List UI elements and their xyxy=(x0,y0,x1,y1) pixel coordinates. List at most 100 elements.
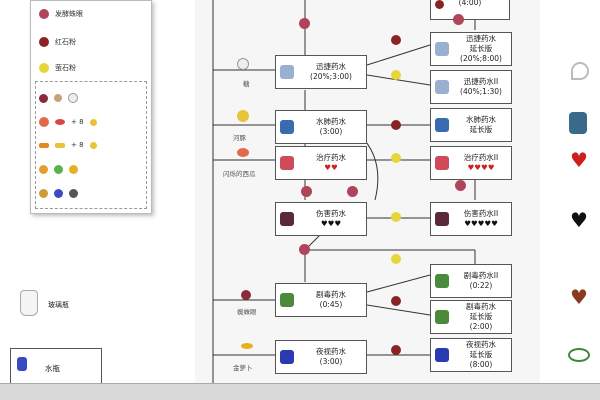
night-vision-ext-sub: 延长版 xyxy=(469,350,493,359)
poison-value: (0:45) xyxy=(319,300,343,309)
redstone-icon xyxy=(391,120,401,130)
bottom-bar xyxy=(0,383,600,400)
potion-node-harming: 伤害药水♥♥♥ xyxy=(275,202,367,236)
glass-bottle-area: 玻璃瓶 xyxy=(0,270,190,400)
glowstone-icon xyxy=(391,212,401,222)
redstone-icon xyxy=(391,345,401,355)
water-breathing-name: 水肺药水 xyxy=(316,117,346,126)
fermented-spider-eye-icon xyxy=(39,9,49,19)
poison2-text: 剧毒药水II(0:22) xyxy=(451,271,511,291)
night-vision-value: (3:00) xyxy=(319,357,343,366)
legend-plus8-a: + 8 xyxy=(71,118,84,126)
water-breathing-ext-text: 水肺药水延长版 xyxy=(451,115,511,135)
swiftness2-value: (40%;1:30) xyxy=(460,87,502,96)
poison-ext-text: 剧毒药水延长版(2:00) xyxy=(451,302,511,332)
golden-carrot-icon xyxy=(241,343,253,349)
orange-dye-icon xyxy=(39,189,48,198)
glass-bottle-label: 玻璃瓶 xyxy=(48,301,69,309)
water-breathing-effect-icon xyxy=(569,112,587,134)
ingredient-label-pufferfish: 河豚 xyxy=(233,134,246,142)
potion-bottle-icon xyxy=(435,348,449,362)
redstone-icon xyxy=(391,35,401,45)
heart-icon: ♥ xyxy=(570,148,588,172)
swiftness-text: 迅捷药水(20%;3:00) xyxy=(296,62,366,82)
legend-recipe-4 xyxy=(39,165,78,174)
potion-node-top: (4:00) xyxy=(430,0,510,20)
healing2-text: 治疗药水II♥♥♥♥ xyxy=(451,153,511,173)
night-vision-text: 夜视药水(3:00) xyxy=(296,347,366,367)
legend-row-fermented: 发酵蛛眼 xyxy=(39,9,83,19)
black-heart-icon: ♥♥♥♥♥ xyxy=(464,219,498,228)
glowstone-icon xyxy=(391,70,401,80)
gold-nugget-icon xyxy=(89,118,97,126)
swiftness-ext-sub: 延长版 xyxy=(469,44,493,53)
potion-node-healing: 治疗药水♥♥ xyxy=(275,146,367,180)
carrot-icon xyxy=(39,142,49,148)
water-breathing-value: (3:00) xyxy=(319,127,343,136)
gold-nugget-icon xyxy=(89,141,97,149)
water-breathing-ext-sub: 延长版 xyxy=(469,125,493,134)
blaze-powder-icon xyxy=(69,165,78,174)
harming-text: 伤害药水♥♥♥ xyxy=(296,209,366,229)
legend-plus8-b: + 8 xyxy=(71,141,84,149)
fermented-spider-eye-icon xyxy=(299,244,310,255)
healing-name: 治疗药水 xyxy=(316,153,346,162)
legend-recipe-5 xyxy=(39,189,78,198)
healing2-name: 治疗药水II xyxy=(463,153,499,162)
legend-recipe-3: + 8 xyxy=(39,141,97,149)
night-vision-name: 夜视药水 xyxy=(316,347,346,356)
redstone-icon xyxy=(39,37,49,47)
potion-node-swiftness: 迅捷药水(20%;3:00) xyxy=(275,55,367,89)
melon-icon xyxy=(39,117,49,127)
water-bottle-label: 水瓶 xyxy=(45,364,60,373)
swiftness-ext-value: (20%;8:00) xyxy=(460,54,502,63)
ingredient-label-sugar: 糖 xyxy=(243,80,250,88)
potion-node-night-vision: 夜视药水(3:00) xyxy=(275,340,367,374)
potion-node-healing2: 治疗药水II♥♥♥♥ xyxy=(430,146,512,180)
spider-eye-icon xyxy=(39,93,48,103)
sugar-icon xyxy=(237,58,249,70)
swiftness-value: (20%;3:00) xyxy=(310,72,352,81)
harming2-text: 伤害药水II♥♥♥♥♥ xyxy=(451,209,511,229)
legend-recipe-box xyxy=(35,81,147,209)
potion-bottle-icon xyxy=(435,156,449,170)
fermented-spider-eye-icon xyxy=(301,186,312,197)
legend-panel: 发酵蛛眼 红石粉 萤石粉 + 8 + 8 xyxy=(30,0,152,214)
magma-icon xyxy=(54,165,63,174)
melon-slice-icon xyxy=(55,119,65,125)
potion-icon xyxy=(54,189,63,198)
redstone-icon xyxy=(391,296,401,306)
water-bottle-node: 水瓶 xyxy=(10,348,102,384)
melon-icon xyxy=(237,148,249,157)
glowstone-icon xyxy=(39,63,49,73)
eye-icon xyxy=(568,348,590,362)
pufferfish-icon xyxy=(237,110,249,122)
swiftness-ext-text: 迅捷药水延长版(20%;8:00) xyxy=(451,34,511,64)
brewing-flowchart: (4:00) 迅捷药水(20%;3:00) 迅捷药水延长版(20%;8:00) … xyxy=(195,0,540,385)
potion-bottle-icon xyxy=(280,293,294,307)
poison2-name: 剧毒药水II xyxy=(463,271,499,280)
sugar-icon xyxy=(68,93,78,103)
potion-node-water-breathing: 水肺药水(3:00) xyxy=(275,110,367,144)
potion-bottle-icon xyxy=(280,120,294,134)
poison-ext-value: (2:00) xyxy=(469,322,493,331)
night-vision-ext-name: 夜视药水 xyxy=(466,340,496,349)
swiftness2-name: 迅捷药水II xyxy=(463,77,499,86)
heart-icon: ♥♥ xyxy=(324,163,338,172)
swiftness-ext-name: 迅捷药水 xyxy=(466,34,496,43)
mushroom-icon xyxy=(54,94,62,102)
heart-icon: ♥♥♥♥ xyxy=(467,163,495,172)
black-heart-icon: ♥♥♥ xyxy=(320,219,342,228)
ingredient-label-melon: 闪烁的西瓜 xyxy=(223,170,256,178)
potion-bottle-icon xyxy=(435,310,449,324)
slimeball-icon xyxy=(39,165,48,174)
legend-label-glowstone: 萤石粉 xyxy=(55,64,76,72)
black-heart-icon: ♥ xyxy=(570,208,588,232)
swiftness-name: 迅捷药水 xyxy=(316,62,346,71)
potion-node-top-value: (4:00) xyxy=(458,0,482,7)
potion-node-water-breathing-ext: 水肺药水延长版 xyxy=(430,108,512,142)
legend-recipe-1 xyxy=(39,93,78,103)
potion-bottle-icon xyxy=(280,212,294,226)
harming-name: 伤害药水 xyxy=(316,209,346,218)
potion-bottle-icon xyxy=(280,350,294,364)
